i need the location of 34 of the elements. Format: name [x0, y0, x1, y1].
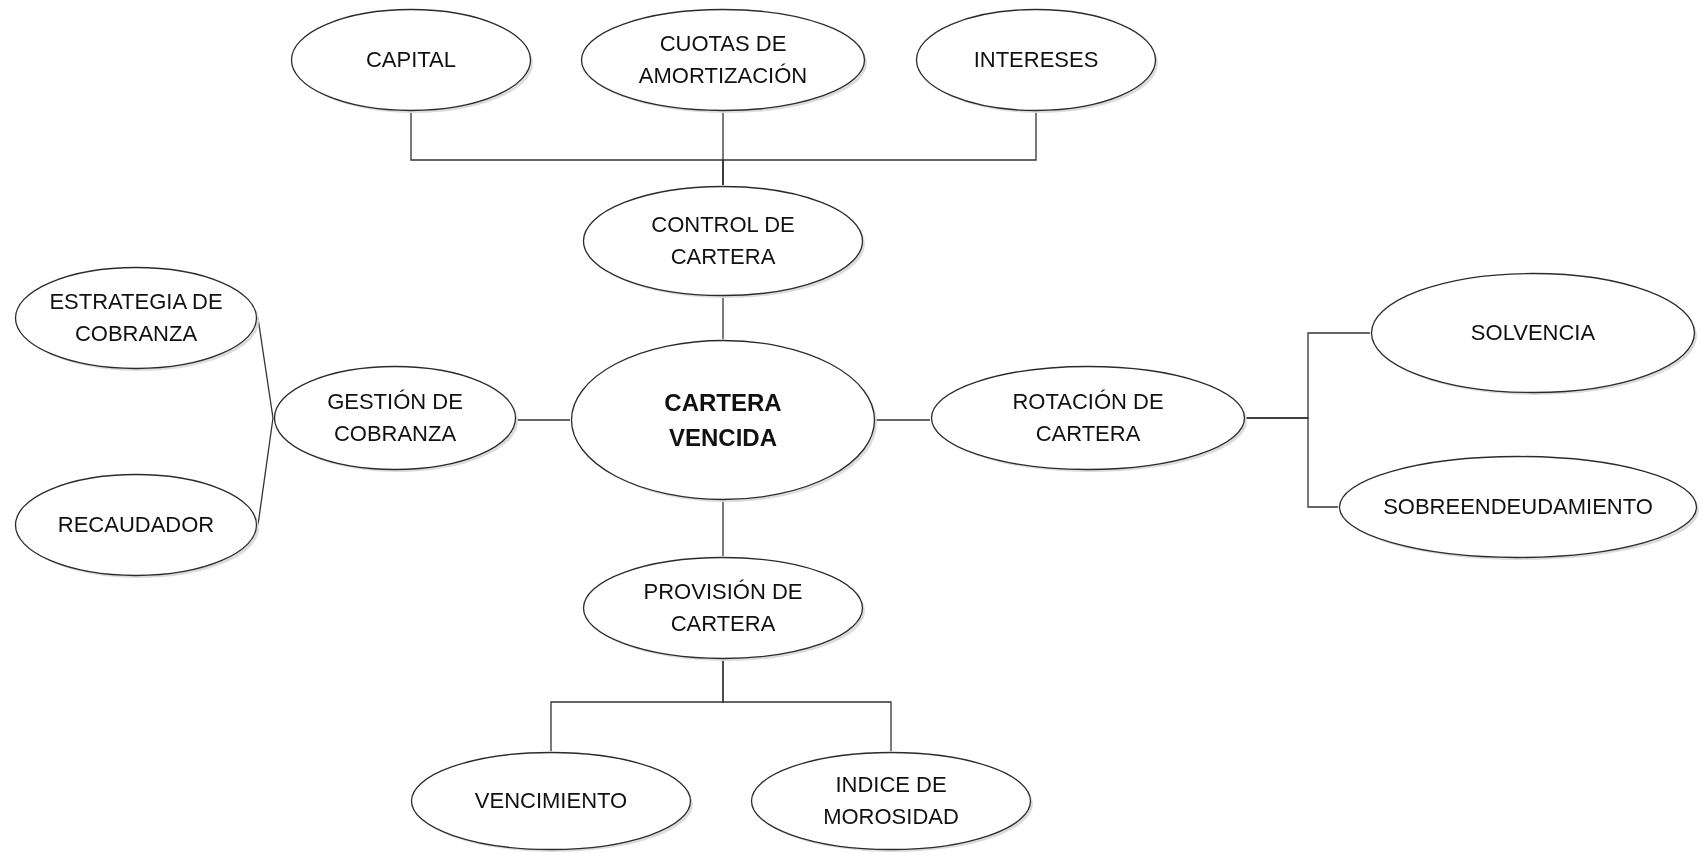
concept-label: VENCIMIENTO [473, 787, 629, 815]
concept-label: CAPITAL [364, 46, 458, 74]
connector-line [722, 296, 724, 340]
concept-ellipse [930, 365, 1246, 471]
central-ellipse [570, 339, 876, 501]
concept-label: INDICE DE MOROSIDAD [822, 771, 960, 831]
concept-label: PROVISIÓN DE CARTERA [642, 578, 804, 638]
concept-ellipse [915, 8, 1157, 112]
connector-line [722, 659, 892, 752]
concept-ellipse [273, 365, 517, 471]
concept-ellipse [14, 266, 258, 370]
concept-label: ESTRATEGIA DE COBRANZA [48, 288, 224, 348]
concept-label: CONTROL DE CARTERA [650, 211, 796, 271]
concept-label: CARTERA VENCIDA [663, 388, 783, 453]
concept-ellipse [582, 185, 864, 297]
concept-label: SOLVENCIA [1469, 319, 1597, 347]
concept-ellipse [750, 751, 1032, 851]
concept-ellipse [1338, 455, 1698, 559]
concept-ellipse [14, 473, 258, 577]
connector-line [722, 500, 724, 557]
concept-label: SOBREENDEUDAMIENTO [1382, 493, 1654, 521]
concept-ellipse [410, 751, 692, 851]
concept-label: GESTIÓN DE COBRANZA [326, 388, 464, 448]
concept-label: INTERESES [972, 46, 1100, 74]
concept-ellipse [1370, 272, 1696, 394]
concept-label: CUOTAS DE AMORTIZACIÓN [637, 30, 809, 90]
concept-ellipse [290, 8, 532, 112]
concept-ellipse [580, 8, 866, 112]
concept-label: RECAUDADOR [56, 511, 216, 539]
connector-line [722, 111, 1037, 186]
concept-ellipse [582, 556, 864, 660]
connector-line [875, 419, 931, 421]
concept-label: ROTACIÓN DE CARTERA [1011, 388, 1165, 448]
connector-line [1245, 417, 1339, 508]
